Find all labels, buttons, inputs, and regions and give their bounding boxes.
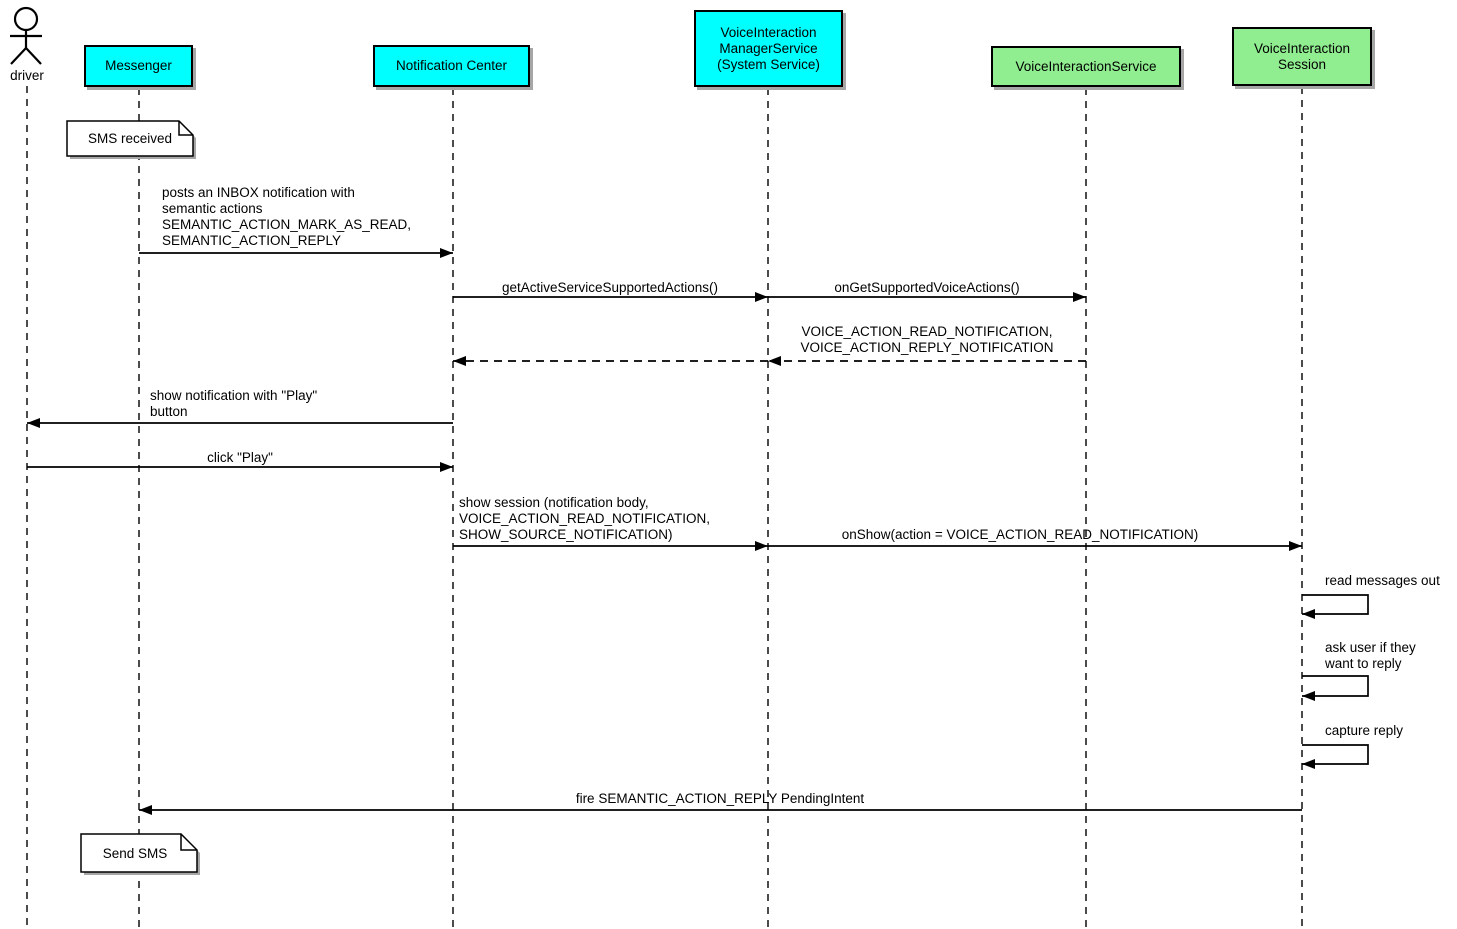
message-label-ask-user: ask user if they want to reply <box>1325 640 1416 671</box>
participant-voice-interaction-session: VoiceInteraction Session <box>1232 27 1372 86</box>
message-label-read-messages-out: read messages out <box>1325 573 1440 588</box>
message-label-on-get-supported-voice-actions: onGetSupportedVoiceActions() <box>834 280 1020 295</box>
note-shape-sms-received <box>66 120 194 157</box>
actor-icon <box>10 6 42 65</box>
message-label-capture-reply: capture reply <box>1325 723 1404 738</box>
message-label-fire-reply: fire SEMANTIC_ACTION_REPLY PendingIntent <box>575 791 865 806</box>
lifelines <box>26 86 1303 929</box>
message-label-on-show: onShow(action = VOICE_ACTION_READ_NOTIFI… <box>841 527 1199 542</box>
note-send-sms: Send SMS <box>102 845 168 861</box>
message-label-get-active-service-supported-actions: getActiveServiceSupportedActions() <box>501 280 719 295</box>
message-label-show-notification: show notification with "Play" button <box>150 388 318 419</box>
message-label-voice-actions-return: VOICE_ACTION_READ_NOTIFICATION, VOICE_AC… <box>800 324 1054 355</box>
arrow-self-capture-reply <box>1302 744 1369 769</box>
note-shape-send-sms <box>80 833 198 873</box>
message-label-show-session: show session (notification body, VOICE_A… <box>459 495 711 542</box>
message-label-click-play: click "Play" <box>207 450 273 465</box>
participant-voice-interaction-manager-service: VoiceInteraction ManagerService (System … <box>694 10 843 87</box>
message-label-post-inbox: posts an INBOX notification with semanti… <box>162 185 412 248</box>
participant-messenger: Messenger <box>84 45 193 87</box>
participant-voice-interaction-service: VoiceInteractionService <box>991 46 1181 87</box>
participant-notification-center: Notification Center <box>373 45 530 87</box>
note-sms-received: SMS received <box>87 131 173 146</box>
arrow-self-ask-user <box>1302 675 1369 701</box>
arrow-self-read-messages-out <box>1302 594 1369 619</box>
actor-label-driver: driver <box>10 68 44 83</box>
note-shapes <box>66 120 200 875</box>
message-arrows <box>27 248 1369 815</box>
